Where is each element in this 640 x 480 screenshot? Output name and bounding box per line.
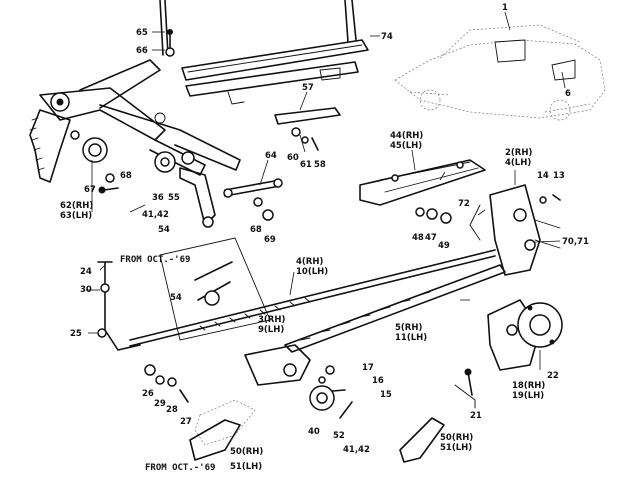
callout-48: 48 — [412, 233, 424, 243]
callout-47: 47 — [425, 233, 437, 243]
callout-14: 14 — [537, 171, 549, 181]
callout-40: 40 — [308, 427, 320, 437]
callout-64: 64 — [265, 151, 277, 161]
callout-45-lh: 45(LH) — [390, 141, 422, 151]
callout-74: 74 — [381, 32, 393, 42]
callout-6: 6 — [565, 89, 571, 99]
remote-rods-4-10 — [129, 249, 496, 347]
callout-50-rh-a: 50(RH) — [230, 447, 263, 457]
callout-18-rh: 18(RH) — [512, 381, 545, 391]
washers-48-47 — [415, 207, 452, 224]
callout-55: 55 — [168, 193, 180, 203]
callout-28: 28 — [166, 405, 178, 415]
callout-9-lh: 9(LH) — [258, 325, 284, 335]
callout-13: 13 — [553, 171, 565, 181]
callout-27: 27 — [180, 417, 192, 427]
rod-24-30-25 — [97, 261, 141, 351]
glass-channel-74 — [159, 0, 369, 105]
callout-57: 57 — [302, 83, 314, 93]
callout-60: 60 — [287, 153, 299, 163]
callout-68-b: 68 — [250, 225, 262, 235]
callout-3-rh: 3(RH) — [258, 315, 285, 325]
callout-labels: 1 6 65 66 74 57 60 61 58 44(RH) 45(LH) 2… — [60, 3, 589, 472]
callout-30: 30 — [80, 285, 92, 295]
notes: FROM OCT.-'69 FROM OCT.-'69 — [120, 255, 215, 473]
callout-72: 72 — [458, 199, 470, 209]
screws-13-14 — [539, 194, 561, 204]
arm-rest-50-51-right — [399, 417, 445, 463]
callout-10-lh: 10(LH) — [296, 267, 328, 277]
callout-19-lh: 19(LH) — [512, 391, 544, 401]
callout-26: 26 — [142, 389, 154, 399]
callout-66: 66 — [136, 46, 148, 56]
callout-65: 65 — [136, 28, 148, 38]
escutcheon-40-52 — [309, 385, 353, 419]
callout-22: 22 — [547, 371, 559, 381]
callout-16: 16 — [372, 376, 384, 386]
callout-51-lh-b: 51(LH) — [440, 443, 472, 453]
remote-rods-5-11 — [284, 264, 506, 353]
callout-25: 25 — [70, 329, 82, 339]
callout-68-a: 68 — [120, 171, 132, 181]
callout-41-42-a: 41,42 — [142, 210, 169, 220]
callout-49: 49 — [438, 241, 450, 251]
callout-41-42-b: 41,42 — [343, 445, 370, 455]
regulator-handle-36-55 — [154, 151, 216, 228]
callout-50-rh-b: 50(RH) — [440, 433, 473, 443]
inset-from-oct-69 — [159, 237, 271, 341]
callout-2-rh: 2(RH) — [505, 148, 532, 158]
callout-61: 61 — [300, 160, 312, 170]
bolt-65-66 — [165, 29, 175, 57]
callout-69: 69 — [264, 235, 276, 245]
callout-1: 1 — [502, 3, 508, 13]
callout-62-rh: 62(RH) — [60, 201, 93, 211]
window-regulator-62-63 — [29, 59, 241, 183]
callout-54-a: 54 — [158, 225, 170, 235]
callout-70-71: 70,71 — [562, 237, 589, 247]
note-from-oct-69-inset: FROM OCT.-'69 — [120, 255, 190, 265]
callout-29: 29 — [154, 399, 166, 409]
callout-17: 17 — [362, 363, 374, 373]
car-silhouette-illustration — [394, 24, 606, 121]
nuts-68-69 — [253, 197, 274, 221]
callout-15: 15 — [380, 390, 392, 400]
callout-58: 58 — [314, 160, 326, 170]
arm-rest-50-51-left — [189, 399, 256, 461]
note-from-oct-69-armrest: FROM OCT.-'69 — [145, 463, 215, 473]
outside-handle-44-45 — [359, 159, 486, 206]
clips-26-29-28-27 — [144, 364, 189, 403]
callout-5-rh: 5(RH) — [395, 323, 422, 333]
link-rod-64 — [223, 178, 283, 198]
callout-11-lh: 11(LH) — [395, 333, 427, 343]
callout-36: 36 — [152, 193, 164, 203]
bracket-57 — [274, 107, 341, 151]
striker-18-19 — [487, 299, 541, 371]
callout-52: 52 — [333, 431, 345, 441]
door-lock-2-4 — [469, 184, 561, 276]
callout-leaders — [86, 11, 566, 370]
callout-21: 21 — [470, 411, 482, 421]
bolt-67-68 — [98, 173, 119, 194]
callout-4-rh: 4(RH) — [296, 257, 323, 267]
callout-54-b: 54 — [170, 293, 182, 303]
callout-51-lh-a: 51(LH) — [230, 462, 262, 472]
callout-44-rh: 44(RH) — [390, 131, 423, 141]
callout-67: 67 — [84, 185, 96, 195]
callout-63-lh: 63(LH) — [60, 211, 92, 221]
callout-24: 24 — [80, 267, 92, 277]
screw-21 — [454, 368, 476, 409]
callout-4-lh: 4(LH) — [505, 158, 531, 168]
inside-handle-3-9 — [244, 344, 346, 393]
striker-plate-22 — [517, 302, 563, 348]
